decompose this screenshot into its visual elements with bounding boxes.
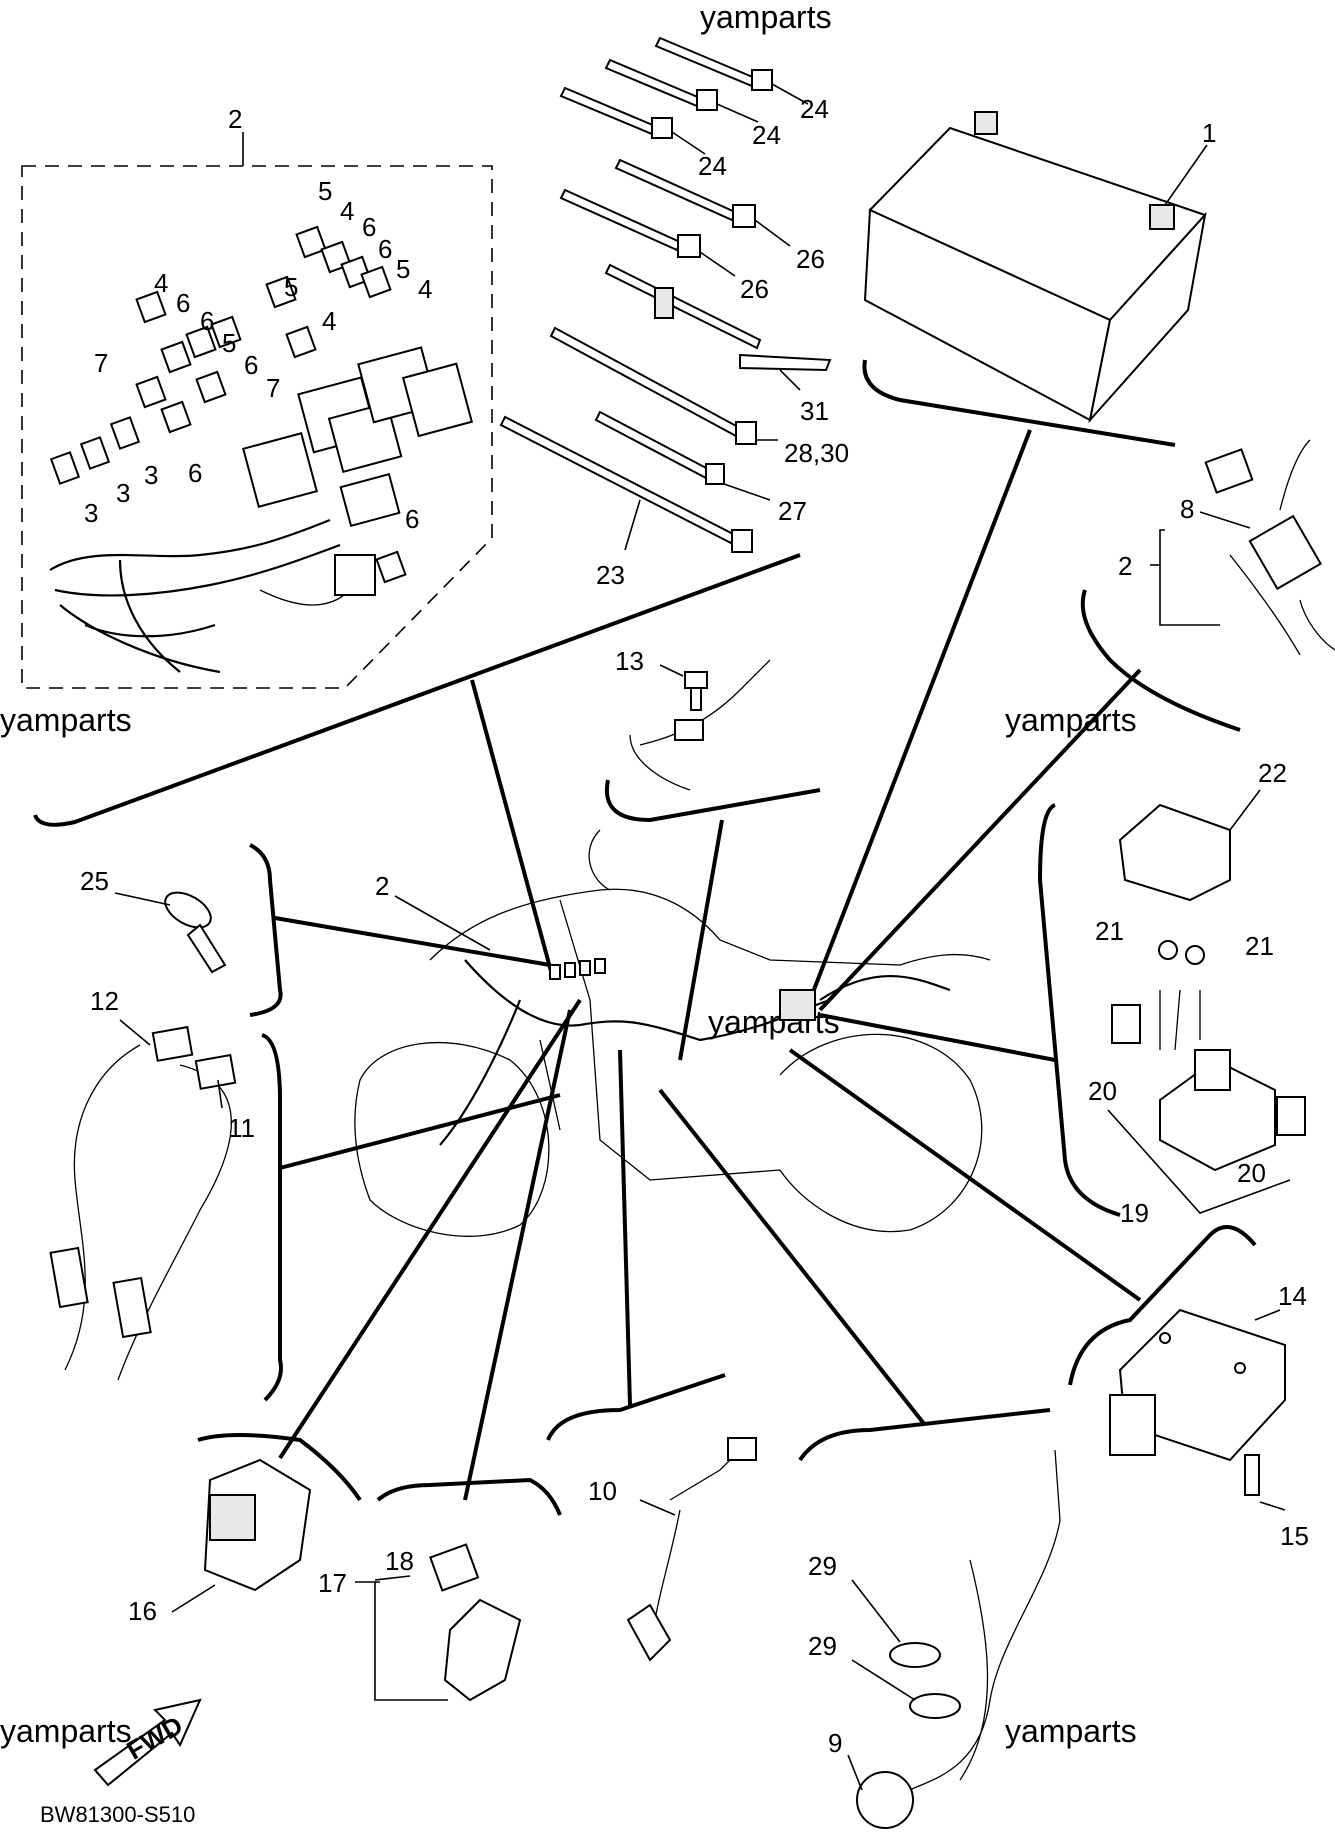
callout-7: 7 [266, 373, 280, 403]
callout-3: 3 [144, 460, 158, 490]
callout-6: 6 [362, 212, 376, 242]
regulator-part: 14 15 [1109, 1281, 1309, 1551]
flasher-relay-part: 16 [128, 1458, 312, 1626]
fuse-box-group: 2 5 4 6 6 5 4 5 4 4 6 6 5 6 7 7 3 3 3 6 … [21, 104, 493, 689]
fuse-icons [49, 225, 407, 584]
callout-5: 5 [318, 176, 332, 206]
band-part: 25 [80, 866, 227, 974]
callout-29: 29 [808, 1551, 837, 1581]
watermark-bottom-right: yamparts [1005, 1713, 1137, 1749]
callout-13: 13 [615, 646, 644, 676]
callout-8: 8 [1180, 494, 1194, 524]
callout-5: 5 [284, 272, 298, 302]
callout-6: 6 [244, 350, 258, 380]
callout-2-relay: 2 [1118, 551, 1132, 581]
callout-24: 24 [800, 94, 829, 124]
relay-clip-part: 8 2 [1118, 439, 1335, 656]
callout-5: 5 [396, 254, 410, 284]
callout-27: 27 [778, 496, 807, 526]
callout-29: 29 [808, 1631, 837, 1661]
sensor-leads-part: 12 11 [49, 986, 255, 1381]
section-frames [33, 359, 1257, 1516]
callout-4: 4 [418, 274, 432, 304]
neutral-switch-part: 10 [588, 1437, 757, 1662]
callout-26: 26 [740, 274, 769, 304]
callout-25: 25 [80, 866, 109, 896]
callout-21: 21 [1095, 916, 1124, 946]
callout-7: 7 [94, 348, 108, 378]
sensor-clamps-part: 29 29 9 [808, 1449, 1061, 1829]
callout-6: 6 [405, 504, 419, 534]
callout-9: 9 [828, 1728, 842, 1758]
cable-ties-group: 24 24 24 26 26 31 28,30 27 23 [499, 36, 849, 590]
motorcycle-outline: 2 [354, 829, 991, 1237]
callout-4: 4 [340, 196, 354, 226]
watermark-right: yamparts [1005, 702, 1137, 738]
fuse-coupler-part: 18 17 [318, 1543, 522, 1702]
callout-24: 24 [752, 120, 781, 150]
callout-18: 18 [385, 1546, 414, 1576]
callout-2-fusebox: 2 [228, 104, 242, 134]
starter-relay-part: 22 21 21 20 20 19 [1088, 758, 1306, 1228]
watermark-bottom-left: yamparts [0, 1713, 132, 1749]
callout-4: 4 [322, 306, 336, 336]
callout-2-harness: 2 [375, 871, 389, 901]
callout-1: 1 [1202, 118, 1216, 148]
callout-22: 22 [1258, 758, 1287, 788]
callout-14: 14 [1278, 1281, 1307, 1311]
callout-26: 26 [796, 244, 825, 274]
callout-6: 6 [176, 288, 190, 318]
callout-17: 17 [318, 1568, 347, 1598]
callout-19: 19 [1120, 1198, 1149, 1228]
callout-10: 10 [588, 1476, 617, 1506]
callout-3: 3 [84, 498, 98, 528]
ground-bolt-part: 13 [615, 646, 771, 791]
callout-20: 20 [1088, 1076, 1117, 1106]
watermark-left: yamparts [0, 702, 132, 738]
callout-12: 12 [90, 986, 119, 1016]
callout-6: 6 [200, 306, 214, 336]
callout-4: 4 [154, 268, 168, 298]
callout-11: 11 [228, 1113, 255, 1143]
callout-23: 23 [596, 560, 625, 590]
callout-6: 6 [188, 458, 202, 488]
callout-24: 24 [698, 151, 727, 181]
callout-28-30: 28,30 [784, 438, 849, 468]
callout-16: 16 [128, 1596, 157, 1626]
battery-part: 1 [863, 111, 1216, 424]
watermark-top: yamparts [700, 0, 832, 35]
callout-15: 15 [1280, 1521, 1309, 1551]
callout-31: 31 [800, 396, 829, 426]
callout-20: 20 [1237, 1158, 1266, 1188]
callout-3: 3 [116, 478, 130, 508]
callout-5: 5 [222, 328, 236, 358]
diagram-code: BW81300-S510 [40, 1802, 195, 1827]
callout-6: 6 [378, 234, 392, 264]
callout-21: 21 [1245, 931, 1274, 961]
